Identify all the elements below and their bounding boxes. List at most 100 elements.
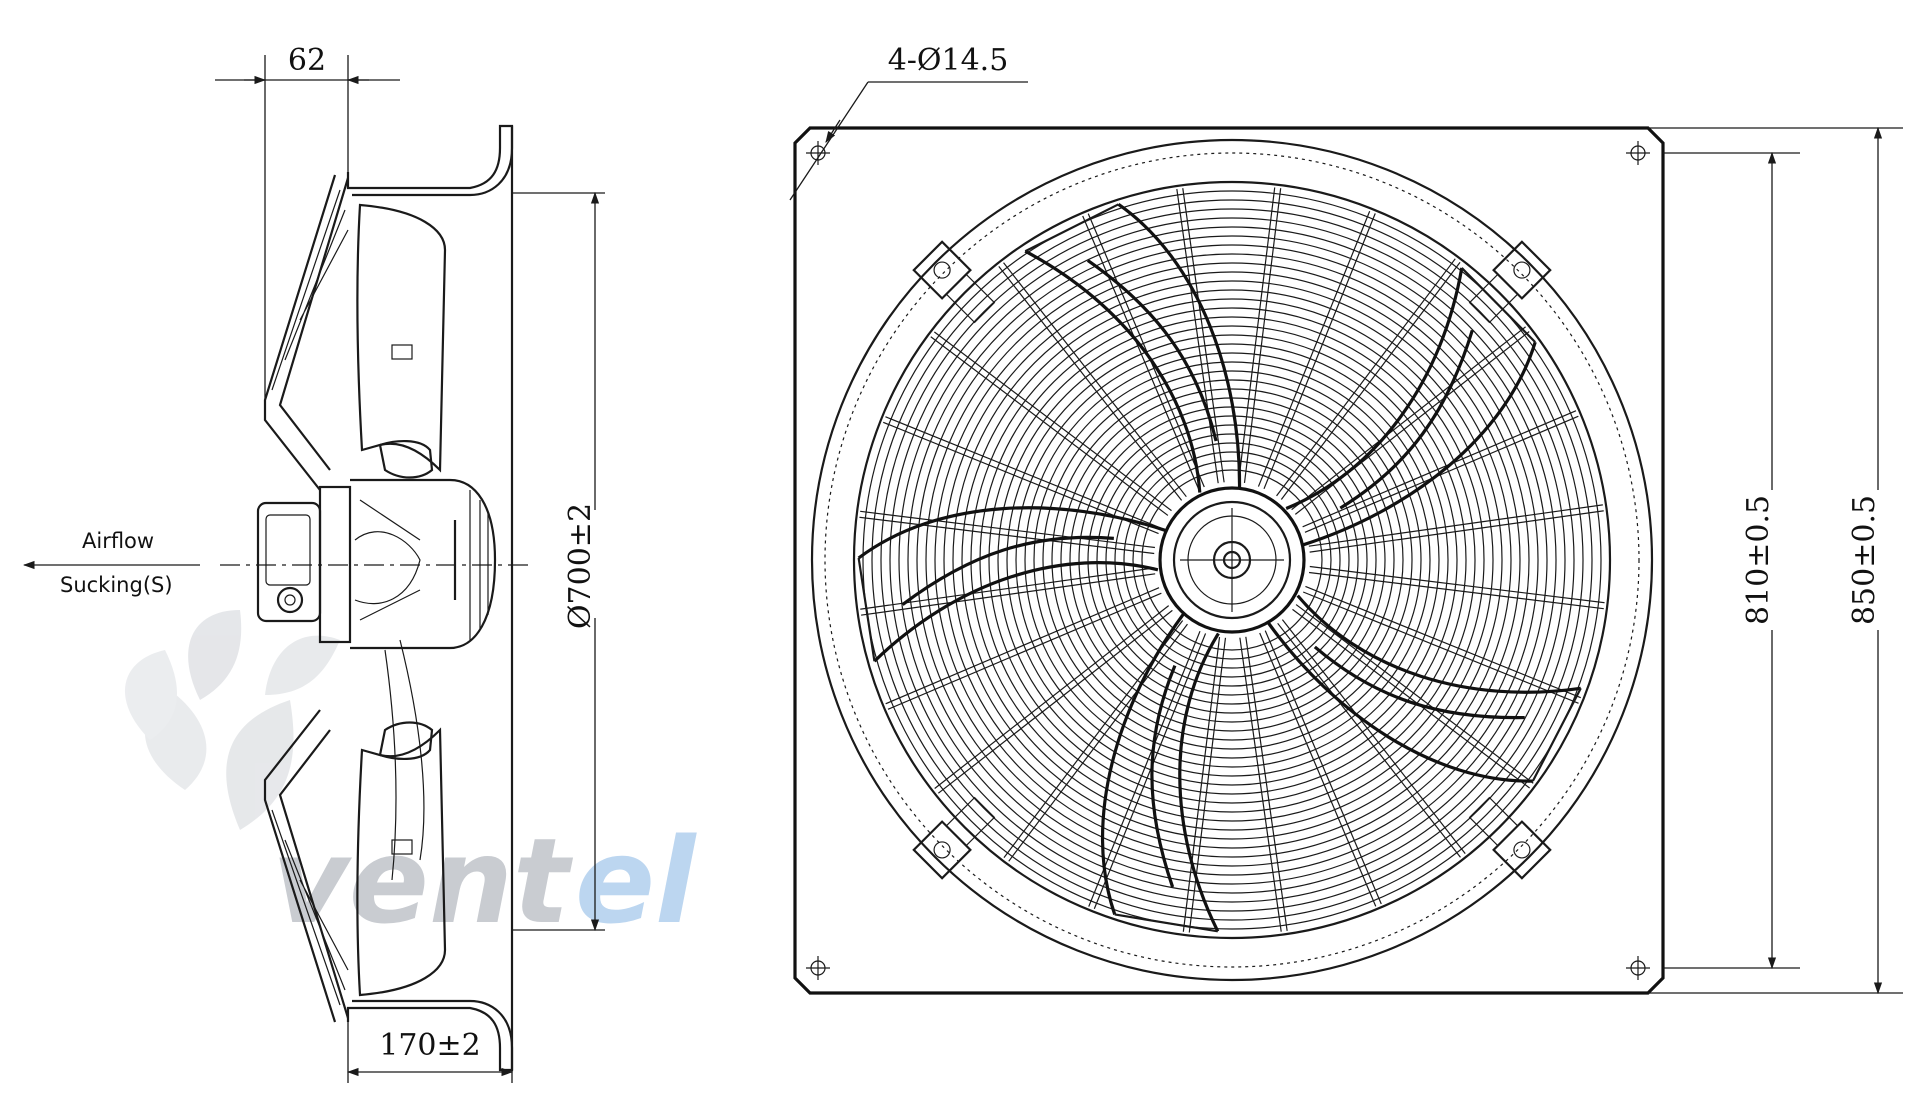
impeller-blade-edge (1267, 594, 1581, 783)
impeller-blade (1285, 267, 1537, 547)
guard-spoke (1243, 185, 1282, 484)
dimension-holes-label: 4-Ø14.5 (888, 43, 1009, 78)
venturi-outer-ring (810, 138, 1654, 982)
guard-spoke (1281, 619, 1468, 857)
guard-spoke (1280, 259, 1463, 500)
airflow-label: Airflow (82, 529, 154, 553)
guard-spoke (882, 415, 1162, 529)
front-view: 4-Ø14.5 (789, 43, 1903, 995)
guard-ring (1141, 469, 1323, 651)
guard-ring (1132, 460, 1332, 660)
guard-ring (1015, 343, 1449, 777)
guard-spoke (1245, 636, 1289, 934)
guard-spoke (1304, 414, 1582, 533)
impeller-blade-tip (1024, 203, 1120, 253)
watermark-text-accent: el (575, 812, 697, 950)
guard-spoke (1309, 509, 1607, 553)
impeller-blade (1100, 613, 1220, 933)
guard-ring (871, 199, 1593, 921)
guard-spoke (1239, 637, 1283, 935)
guard-ring (961, 289, 1503, 831)
dimension-170-label: 170±2 (379, 1028, 480, 1063)
airflow-mode-label: Sucking(S) (60, 573, 173, 597)
guard-ring (1096, 424, 1368, 696)
guard-spoke (1087, 630, 1201, 910)
guard-spoke (858, 573, 1156, 617)
guard-spoke (1259, 632, 1378, 910)
guard-mounting-feet (912, 240, 1552, 880)
guard-ring (880, 208, 1584, 912)
guard-concentric-rings (862, 190, 1602, 930)
dimension-170: 170±2 (346, 1010, 514, 1083)
impeller-blade-tip (1531, 687, 1582, 782)
guard-spoke (935, 609, 1173, 796)
guard-spoke (1188, 637, 1227, 935)
guard-spoke (1263, 210, 1377, 490)
guard-ring (916, 244, 1548, 876)
dimension-holes: 4-Ø14.5 (789, 43, 1028, 201)
guard-ring (970, 298, 1494, 822)
dimension-850: 850±0.5 (1648, 126, 1903, 995)
guard-spoke (882, 587, 1160, 706)
guard-spoke (1277, 622, 1463, 861)
guard-spoke (857, 516, 1155, 555)
motor-body (256, 478, 497, 650)
impeller-blade (1267, 594, 1582, 783)
guard-spoke (884, 592, 1162, 712)
guard-spoke (1181, 185, 1225, 483)
guard-spoke (1264, 630, 1384, 908)
dimension-850-label: 850±0.5 (1847, 495, 1882, 625)
guard-ring (862, 190, 1602, 930)
guard-spoke (1086, 210, 1205, 488)
guard-ring (925, 253, 1539, 867)
impeller-blade-edge (1024, 202, 1242, 493)
guard-spoke (1308, 571, 1607, 610)
guard-ring (943, 271, 1521, 849)
guard-ring (934, 262, 1530, 858)
dimension-diameter: Ø700±2 (512, 191, 605, 932)
guard-spoke (1092, 633, 1207, 912)
corner-hole-bottom-right (1626, 956, 1650, 980)
corner-hole-top-right (1626, 141, 1650, 165)
dimension-62-label: 62 (288, 43, 326, 78)
guard-spoke (1006, 623, 1188, 865)
guard-spoke (1292, 608, 1533, 791)
guard-spoke (1001, 259, 1187, 498)
dimension-810-label: 810±0.5 (1741, 495, 1776, 625)
guard-spoke (1305, 585, 1584, 700)
guard-spoke (1080, 212, 1200, 490)
dimension-62: 62 (215, 43, 400, 400)
guard-ring (997, 325, 1467, 795)
guard-spoke (1309, 565, 1607, 604)
dimension-diameter-label: Ø700±2 (563, 503, 598, 629)
guard-spoke (1291, 324, 1529, 511)
guard-spoke (1276, 255, 1458, 497)
guard-spoke (1182, 636, 1221, 935)
impeller-blade (1024, 202, 1242, 493)
guard-ring (1006, 334, 1458, 786)
guard-ring (1033, 361, 1431, 759)
guard-ring (1123, 451, 1341, 669)
impeller-blade-tip (1114, 913, 1218, 933)
guard-spoke (1308, 503, 1606, 547)
guard-ring (889, 217, 1575, 903)
impeller-blade-edge (857, 506, 1166, 663)
guard-ring (907, 235, 1557, 885)
impeller-blade-edge (1100, 613, 1220, 933)
guard-spoke (1302, 408, 1580, 528)
guard-ring (1042, 370, 1422, 750)
impeller-blade-edge (1285, 267, 1537, 547)
guard-spoke (1295, 604, 1537, 786)
guard-ring (952, 280, 1512, 840)
airflow-indicator: Airflow Sucking(S) (22, 529, 200, 597)
corner-hole-bottom-left (806, 956, 830, 980)
guard-spoke (931, 605, 1170, 791)
motor-hub (1158, 486, 1306, 634)
corner-hole-top-left (806, 141, 830, 165)
watermark-fan-icon (124, 610, 340, 830)
guard-ring (1060, 388, 1404, 732)
guard-ring (898, 226, 1566, 894)
guard-spoke (927, 334, 1169, 516)
guard-rim (852, 180, 1612, 940)
